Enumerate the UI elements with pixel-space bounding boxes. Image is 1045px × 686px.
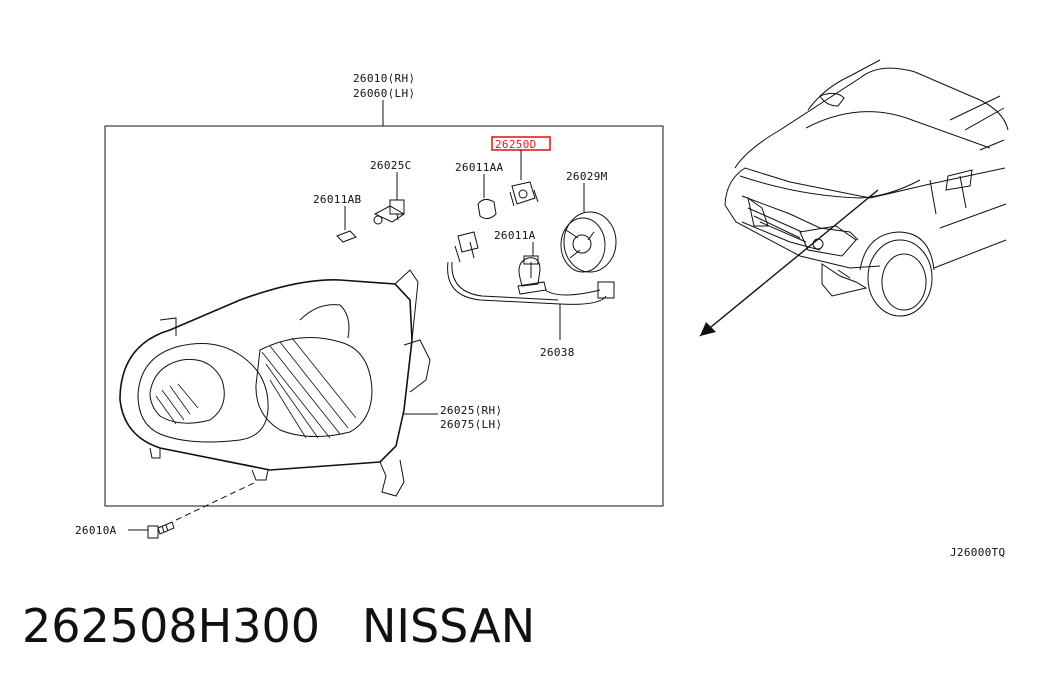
main-bulb-icon (517, 255, 547, 295)
arrow-head-icon (700, 322, 716, 336)
label-small-bulb: 26011AB (313, 193, 362, 206)
caption-part-number: 262508H300 (22, 599, 320, 653)
harness-icon (447, 231, 615, 305)
caption-brand: NISSAN (362, 599, 536, 653)
label-assembly-rh: 26010⟨RH⟩ (353, 72, 415, 85)
label-screw: 26010A (75, 524, 117, 537)
bulb-socket-icon (509, 181, 539, 207)
caption: 262508H300 NISSAN (22, 596, 535, 656)
parts-box (104, 125, 664, 507)
vehicle-icon (724, 59, 1009, 317)
label-highlighted-part: 26250D (495, 138, 537, 151)
small-bulb-icon (336, 230, 357, 243)
label-wedge-bulb: 26011AA (455, 161, 504, 174)
vehicle-arrow (699, 189, 879, 337)
label-housing-lh: 26075⟨LH⟩ (440, 418, 502, 431)
label-cap: 26029M (566, 170, 608, 183)
screw-dashed-leader (175, 481, 257, 521)
label-socket: 26025C (370, 159, 412, 172)
label-main-bulb: 26011A (494, 229, 536, 242)
label-diagram-code: J26000TQ (950, 546, 1005, 559)
headlamp-housing-icon (119, 269, 431, 497)
socket-icon (373, 199, 405, 225)
label-housing-rh: 26025⟨RH⟩ (440, 404, 502, 417)
label-assembly-lh: 26060⟨LH⟩ (353, 87, 415, 100)
cap-icon (560, 211, 617, 273)
label-harness: 26038 (540, 346, 575, 359)
wedge-bulb-icon (477, 198, 497, 220)
screw-icon (147, 521, 175, 539)
